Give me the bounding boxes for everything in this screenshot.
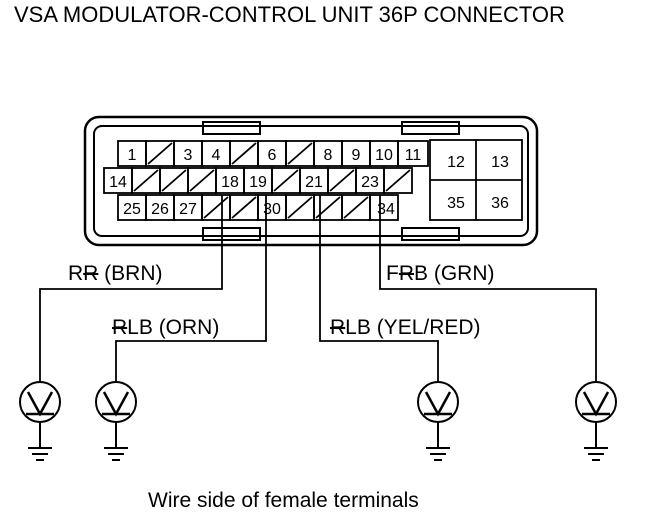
pin-6: 6 — [268, 147, 277, 164]
diagram-title: VSA MODULATOR-CONTROL UNIT 36P CONNECTOR — [14, 2, 565, 27]
pin-labels: 1 3 4 6 8 9 10 11 14 18 19 21 23 25 26 2… — [109, 147, 509, 218]
ground-icon — [28, 422, 52, 461]
pin-10: 10 — [375, 147, 393, 164]
pin-25: 25 — [123, 201, 141, 218]
pin-12: 12 — [447, 154, 465, 171]
pin-1: 1 — [128, 147, 137, 164]
voltmeter-yel-red — [417, 381, 459, 461]
pin-26: 26 — [151, 201, 169, 218]
wire-label-orn: RLB (ORN) — [112, 316, 219, 339]
voltmeter-grn — [575, 381, 617, 461]
voltmeter-icon — [95, 381, 137, 423]
pin-36: 36 — [491, 195, 509, 212]
voltmeter-orn — [95, 381, 137, 461]
voltmeter-icon — [575, 381, 617, 423]
pin-35: 35 — [447, 195, 465, 212]
connector-housing — [83, 115, 539, 247]
ground-icon — [426, 422, 450, 461]
pin-8: 8 — [324, 147, 333, 164]
voltmeter-icon — [19, 381, 61, 423]
pin-34: 34 — [377, 201, 395, 218]
pin-19: 19 — [249, 174, 267, 191]
pin-21: 21 — [305, 174, 323, 191]
pin-30: 30 — [263, 201, 281, 218]
pin-11: 11 — [405, 147, 422, 164]
diagram-caption: Wire side of female terminals — [148, 489, 419, 512]
voltmeter-brn — [19, 381, 61, 461]
ground-icon — [104, 422, 128, 461]
wire-label-grn: FRB (GRN) — [386, 262, 495, 285]
pin-13: 13 — [491, 154, 509, 171]
pin-23: 23 — [361, 174, 379, 191]
pin-27: 27 — [179, 201, 197, 218]
test-wires — [39, 195, 597, 382]
terminal-grid — [103, 139, 523, 221]
pin-9: 9 — [352, 147, 361, 164]
pin-4: 4 — [212, 147, 221, 164]
empty-cavity-marks — [133, 142, 411, 219]
pin-14: 14 — [109, 174, 127, 191]
wire-label-yel-red: RLB (YEL/RED) — [330, 316, 481, 339]
pin-18: 18 — [221, 174, 239, 191]
wire-label-brn: RR (BRN) — [68, 262, 163, 285]
voltmeter-icon — [417, 381, 459, 423]
pin-3: 3 — [184, 147, 193, 164]
ground-icon — [584, 422, 608, 461]
